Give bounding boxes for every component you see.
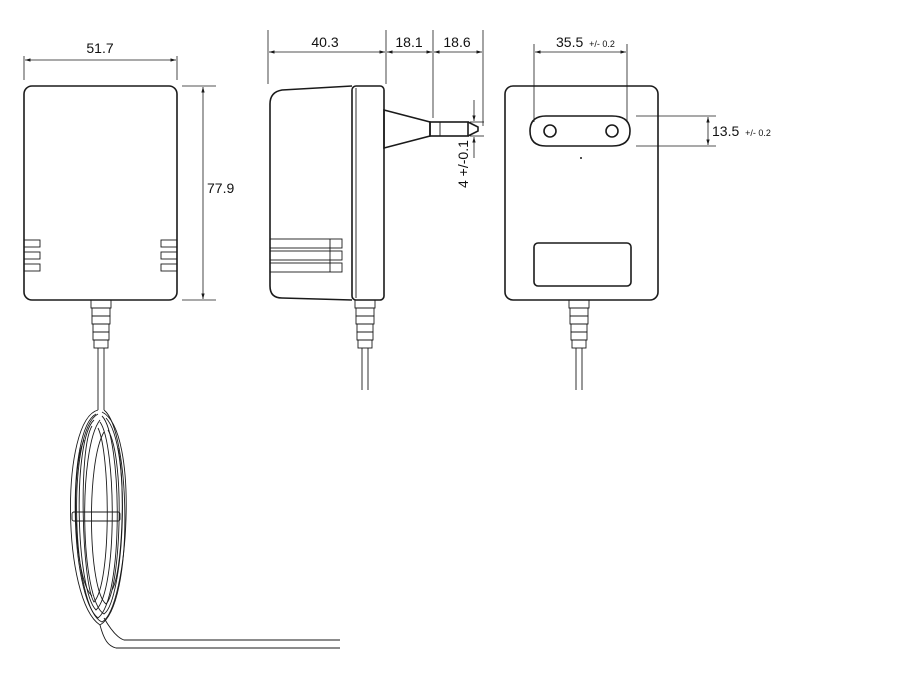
- side-body: [269, 85, 353, 301]
- coiled-cable: [70, 348, 340, 649]
- side-view: 40.3 18.1 18.6 4 +/-0.1: [267, 30, 484, 390]
- dim-label-side-body: 40.3: [311, 34, 338, 50]
- cable-tie: [71, 511, 121, 522]
- dim-label-front-height: 77.9: [207, 180, 234, 196]
- back-body: [504, 85, 659, 301]
- dim-label-pin-spacing: 35.5: [556, 34, 583, 50]
- svg-text:35.5 +/- 0.2: 35.5 +/- 0.2: [556, 34, 615, 50]
- label-area: [533, 242, 632, 287]
- dim-pin-spacing: 35.5 +/- 0.2: [533, 34, 628, 122]
- dim-front-width: 51.7: [23, 40, 178, 80]
- side-vents: [269, 238, 343, 273]
- front-view: 51.7 77.9: [23, 40, 340, 649]
- side-strain-relief: [354, 299, 376, 390]
- pin-right: [605, 124, 619, 138]
- pin-left: [543, 124, 557, 138]
- dim-pin-height: 13.5 +/- 0.2: [636, 115, 771, 147]
- dim-label-front-width: 51.7: [86, 40, 113, 56]
- front-vents-left: [23, 239, 41, 272]
- dim-side-depth: 40.3 18.1 18.6: [267, 30, 484, 126]
- plug-outline: [529, 115, 631, 147]
- dim-label-plug-base: 18.1: [395, 34, 422, 50]
- dim-tolerance-pin-spacing: +/- 0.2: [589, 39, 615, 49]
- plug-pin: [383, 108, 479, 150]
- side-plug-housing: [351, 85, 385, 301]
- front-vents-right: [160, 239, 178, 272]
- dim-tolerance-pin-height: +/- 0.2: [745, 128, 771, 138]
- svg-text:13.5 +/- 0.2: 13.5 +/- 0.2: [712, 123, 771, 139]
- dim-label-pin-diameter: 4 +/-0.1: [455, 140, 471, 188]
- dim-label-pin-height: 13.5: [712, 123, 739, 139]
- front-body: [23, 85, 178, 301]
- back-strain-relief: [568, 299, 590, 390]
- back-view: 35.5 +/- 0.2 13.5 +/- 0.2: [504, 34, 771, 390]
- front-strain-relief: [90, 299, 112, 349]
- dim-pin-diameter: 4 +/-0.1: [455, 100, 484, 188]
- dim-label-pin-length: 18.6: [443, 34, 470, 50]
- dim-front-height: 77.9: [182, 85, 234, 301]
